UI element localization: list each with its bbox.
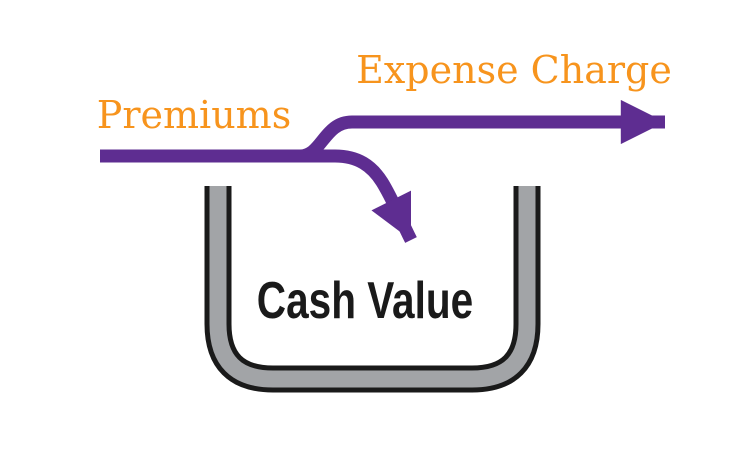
premiums-label: Premiums — [96, 93, 292, 137]
cash-value-container-body — [209, 186, 536, 388]
expense-charge-label: Expense Charge — [356, 48, 672, 92]
premiums-to-cash-arrow — [100, 149, 417, 243]
cash-value-label: Cash Value — [256, 272, 474, 330]
